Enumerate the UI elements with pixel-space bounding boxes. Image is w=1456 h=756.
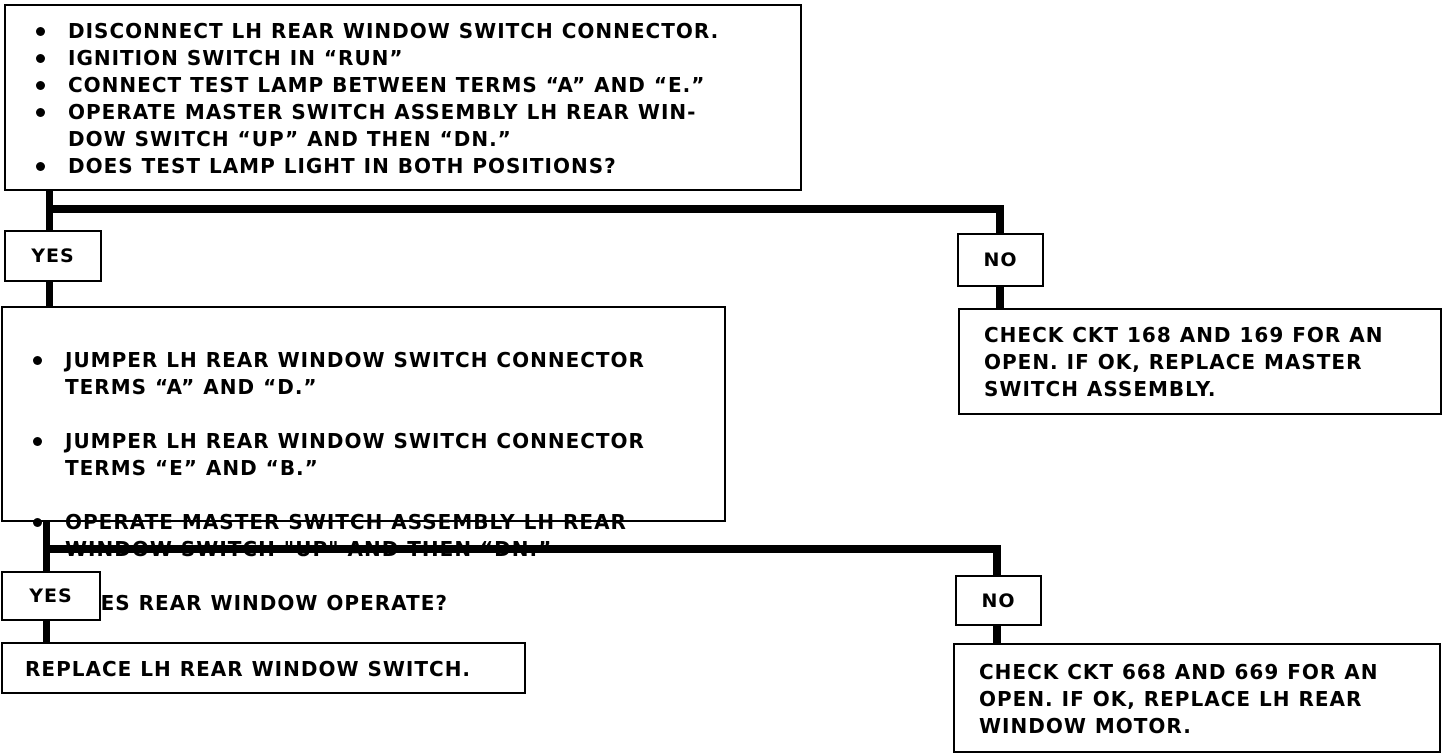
step2-instruction-item: OPERATE MASTER SWITCH ASSEMBLY LH REAR W… [25,509,714,563]
step2-yes-result-box: REPLACE LH REAR WINDOW SWITCH. [1,642,526,694]
step2-instruction-list: JUMPER LH REAR WINDOW SWITCH CONNECTOR T… [25,320,714,644]
step1-instruction-item: OPERATE MASTER SWITCH ASSEMBLY LH REAR W… [28,99,790,153]
step2-yes-to-result-line [43,619,50,643]
step1-instructions-box: DISCONNECT LH REAR WINDOW SWITCH CONNECT… [4,4,802,191]
bullet-icon [33,518,42,527]
step2-no-drop-line [993,545,1001,576]
step2-yes-label: YES [1,571,101,621]
step2-no-to-result-line [993,624,1001,644]
step1-no-label: NO [957,233,1044,287]
step1-yes-label: YES [4,230,102,282]
step2-instructions-box: JUMPER LH REAR WINDOW SWITCH CONNECTOR T… [1,306,726,615]
step2-instruction-item: DOES REAR WINDOW OPERATE? [25,590,714,617]
step1-yes-to-step2-line [46,280,53,308]
step1-no-drop-line [996,205,1004,235]
step2-instruction-item: JUMPER LH REAR WINDOW SWITCH CONNECTOR T… [25,347,714,401]
step1-instruction-item: DISCONNECT LH REAR WINDOW SWITCH CONNECT… [28,18,790,45]
bullet-icon [33,437,42,446]
bullet-icon [36,162,45,171]
step1-no-to-result-line [996,286,1004,310]
bullet-icon [36,81,45,90]
step1-instruction-list: DISCONNECT LH REAR WINDOW SWITCH CONNECT… [28,18,790,180]
step2-no-result-box: CHECK CKT 668 AND 669 FOR AN OPEN. IF OK… [953,643,1441,753]
bullet-icon [36,54,45,63]
step1-instruction-item: CONNECT TEST LAMP BETWEEN TERMS “A” AND … [28,72,790,99]
step2-branch-line [43,545,1001,553]
step1-no-result-box: CHECK CKT 168 AND 169 FOR AN OPEN. IF OK… [958,308,1442,415]
step2-instruction-item: JUMPER LH REAR WINDOW SWITCH CONNECTOR T… [25,428,714,482]
step1-instruction-item: IGNITION SWITCH IN “RUN” [28,45,790,72]
bullet-icon [33,356,42,365]
bullet-icon [36,27,45,36]
bullet-icon [36,108,45,117]
step2-no-label: NO [955,575,1042,626]
step1-branch-line [46,205,1004,213]
step1-instruction-item: DOES TEST LAMP LIGHT IN BOTH POSITIONS? [28,153,790,180]
